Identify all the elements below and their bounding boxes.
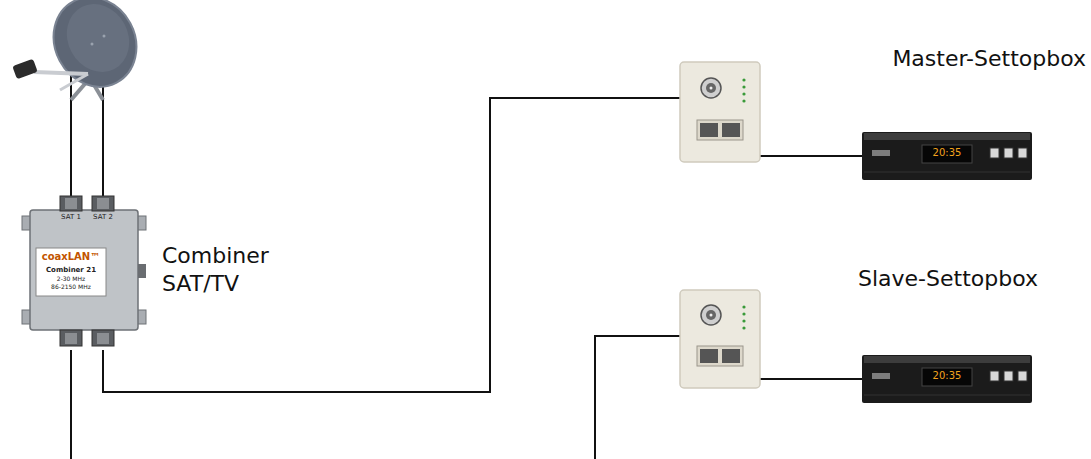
- settopbox-device: [862, 132, 1032, 180]
- port-label: SAT 2: [88, 213, 118, 221]
- combiner-heading: Combiner SAT/TV: [162, 242, 312, 297]
- frequency-range: 86-2150 MHz: [36, 284, 106, 291]
- wall-outlet: [680, 290, 760, 388]
- settopbox-heading: Master-Settopbox: [892, 45, 1086, 73]
- satellite-dish: [12, 0, 152, 196]
- display-time: 20:35: [922, 370, 972, 382]
- model-name: Combiner 21: [36, 266, 106, 274]
- cable: [70, 350, 72, 459]
- combiner-device: [22, 196, 146, 346]
- frequency-range: 2-30 MHz: [36, 276, 106, 283]
- port-label: SAT 1: [56, 213, 86, 221]
- display-time: 20:35: [922, 147, 972, 159]
- brand-logo: coaxLAN™: [36, 251, 106, 263]
- cable: [595, 336, 690, 459]
- wall-outlet: [680, 62, 760, 162]
- settopbox-device: [862, 355, 1032, 403]
- settopbox-heading: Slave-Settopbox: [858, 265, 1038, 293]
